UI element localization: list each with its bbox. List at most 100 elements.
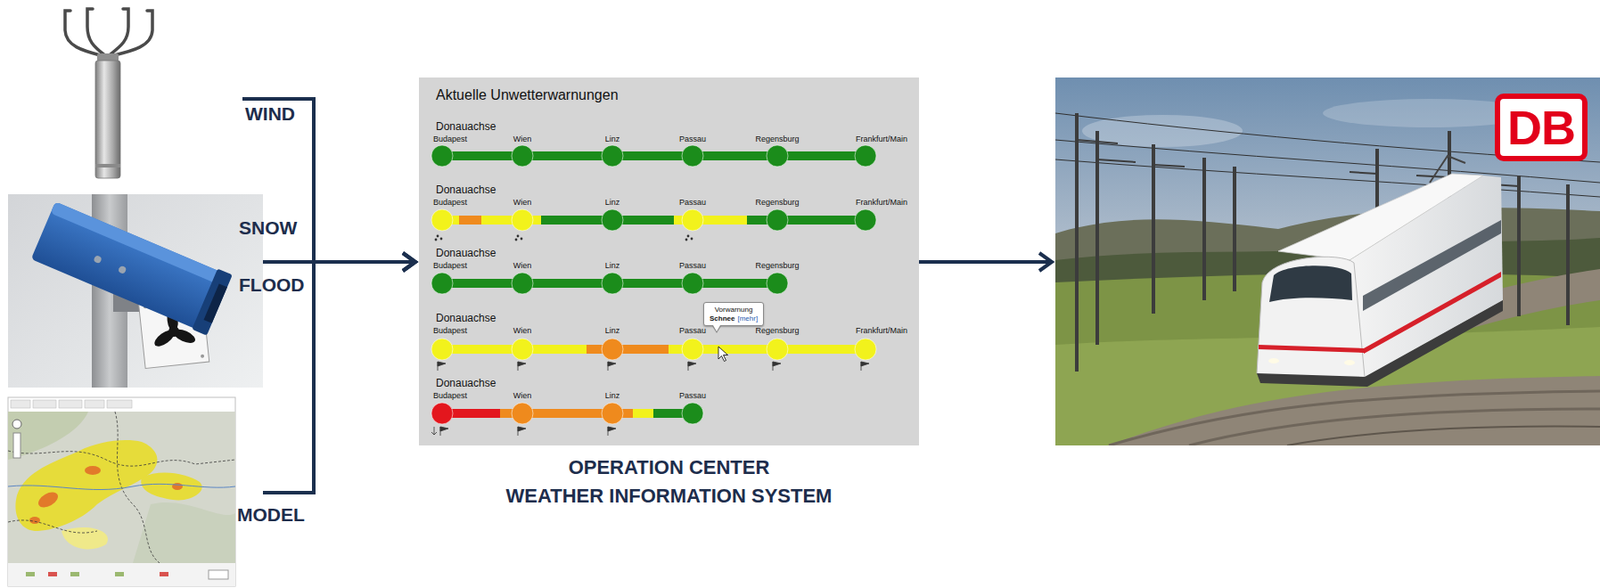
train-photo: DB <box>1055 77 1600 446</box>
train-photo <box>1055 77 1600 446</box>
route-bars-part-part <box>681 272 704 295</box>
route-name: Donauachse <box>435 377 496 390</box>
panel-caption: OPERATION CENTER <box>418 455 919 481</box>
train-photo-part <box>1258 344 1364 353</box>
sensor-label: WIND <box>245 102 296 126</box>
anemometer-sensor-part-part <box>87 8 107 58</box>
db-logo: DB <box>1494 93 1588 162</box>
weather-model-map-part-part <box>159 572 169 577</box>
route-bars-part-part <box>601 145 624 167</box>
train-photo-part-part <box>1349 172 1378 174</box>
train-photo-part <box>1256 300 1503 387</box>
weather-model-map-part <box>8 411 236 564</box>
train-photo-part <box>1269 265 1353 303</box>
tooltip-text: Schnee <box>709 314 735 323</box>
train-photo-part <box>1108 376 1600 446</box>
weather-model-map-part-part <box>84 400 105 409</box>
route-bars-part-part <box>601 402 624 425</box>
tooltip-text: Vorwarnung <box>714 305 754 314</box>
route-bars-part-part <box>607 426 616 436</box>
snow-camera-photo-part-part <box>92 254 102 264</box>
snow-camera-photo-part-part <box>191 268 232 336</box>
station-name: Passau <box>679 261 706 271</box>
route-bars-part-part <box>434 238 438 242</box>
station-name: Wien <box>513 391 533 401</box>
weather-model-map-part <box>13 433 21 459</box>
anemometer-sensor <box>65 8 153 179</box>
connector-arrow <box>242 98 416 271</box>
sensor-label: MODEL <box>237 503 305 527</box>
snow-camera-photo-part <box>8 194 263 388</box>
weather-model-map-part-part <box>8 451 236 467</box>
station-name: Budapest <box>433 326 468 336</box>
station-name: Passau <box>679 391 706 401</box>
route-bars-part-part <box>681 338 704 361</box>
station-name: Wien <box>513 197 533 207</box>
snow-camera-photo-part-part <box>50 201 230 288</box>
route-bars-part-part <box>436 235 440 238</box>
warning-panel-ground <box>418 77 919 446</box>
route-bars-part <box>718 346 729 362</box>
train-photo-part-part <box>1232 166 1237 292</box>
anemometer-sensor-part <box>95 164 121 168</box>
station-name: Budapest <box>433 134 468 144</box>
route-bars-part-part <box>607 361 616 371</box>
route-bars-part <box>442 151 866 161</box>
train-photo-part-part <box>1153 164 1185 167</box>
train-photo-part-part <box>1151 144 1156 314</box>
route-bars-part <box>437 361 870 371</box>
weather-model-map-part-part <box>70 572 80 577</box>
route-bars-part <box>431 145 877 167</box>
tooltip-line: Vorwarnung <box>709 305 758 315</box>
route-bars-part <box>431 272 788 295</box>
connector-arrow <box>918 253 1052 271</box>
snow-camera-photo-part-part <box>200 354 205 359</box>
route-bars-part-part <box>688 361 697 371</box>
weather-model-map <box>8 397 236 587</box>
station-name: Wien <box>513 326 533 336</box>
weather-model-map-part-part <box>25 572 35 577</box>
weather-model-map-part <box>132 502 236 564</box>
route-bars-part-part <box>431 402 453 425</box>
tooltip-link: [mehr] <box>737 314 758 323</box>
panel-title: Aktuelle Unwetterwarnungen <box>435 86 619 105</box>
train-photo-part <box>1268 358 1280 364</box>
train-photo-part <box>1256 256 1365 383</box>
route-bars-part-part <box>766 209 788 231</box>
weather-model-map-part <box>10 400 132 409</box>
route-bars-part-part <box>437 361 446 371</box>
station-name: Linz <box>605 391 621 401</box>
weather-model-map-part-part <box>106 400 132 409</box>
route-bars-part <box>434 235 694 242</box>
weather-model-map-part <box>8 397 236 587</box>
panel-caption: WEATHER INFORMATION SYSTEM <box>418 484 919 509</box>
train-photo-part-part <box>1074 113 1079 372</box>
camera-sensor: SNOWFLOOD <box>8 194 263 388</box>
weather-model-map-part-part <box>10 400 31 409</box>
route-bars-part-part <box>515 238 518 242</box>
station-name: Linz <box>605 261 621 271</box>
route-bars-part-part <box>431 338 453 361</box>
route-bars-part-part <box>511 145 534 167</box>
station-name: Passau <box>679 197 706 207</box>
weather-model-map-part <box>8 484 236 490</box>
anemometer-sensor-part-part <box>106 8 129 58</box>
connector-line <box>918 260 1052 264</box>
train-photo-part-part <box>1202 157 1207 301</box>
weather-model-map-part <box>172 483 183 491</box>
weather-model-map-part-part <box>114 572 124 577</box>
station-name: Linz <box>605 134 621 144</box>
route-bars-part-part <box>440 426 449 436</box>
route-name: Donauachse <box>435 311 496 325</box>
snow-camera-photo-part-part <box>117 265 127 275</box>
station-name: Regensburg <box>754 134 799 144</box>
route-bars-part-part <box>681 209 704 231</box>
station-name: Budapest <box>433 261 468 271</box>
route-bars-part-part <box>854 209 877 231</box>
route-bars-part-part <box>601 338 624 361</box>
weather-model-map-part-part <box>114 411 160 564</box>
wind-sensor: WIND <box>53 3 243 181</box>
station-name: Frankfurt/Main <box>855 197 908 207</box>
route-bars-part-part <box>854 338 877 361</box>
